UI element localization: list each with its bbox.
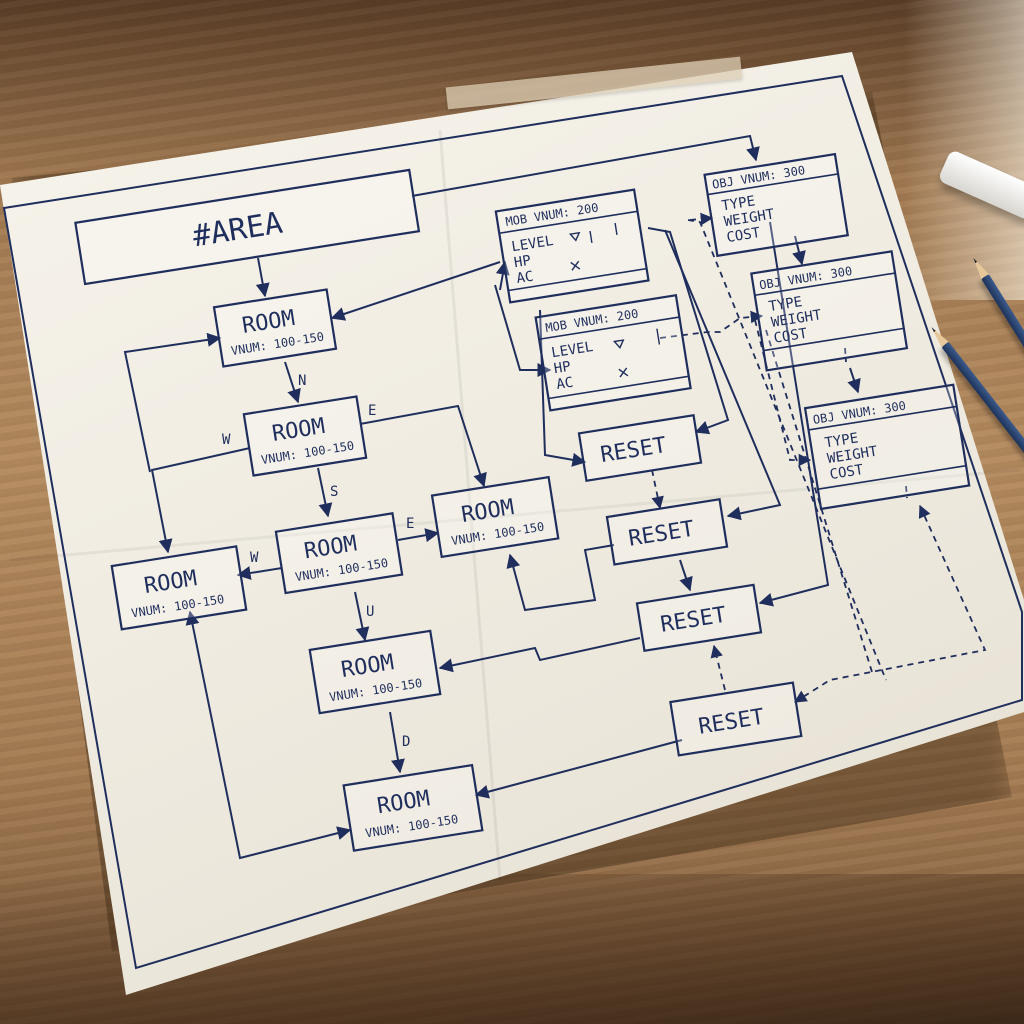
dir-label-w2: W — [250, 550, 259, 566]
mob-field-ac: AC — [515, 269, 534, 287]
connection-lines — [123, 134, 987, 860]
room-node: ROOM VNUM: 100-150 — [342, 763, 484, 852]
reset-node: RESET — [669, 681, 803, 757]
dir-label-w1: W — [222, 432, 231, 448]
shield-icon — [568, 231, 581, 242]
dir-label-s: S — [330, 484, 338, 500]
area-node: #AREA — [74, 168, 421, 286]
obj-field-cost: COST — [773, 326, 809, 347]
dir-label-e2: E — [406, 516, 414, 532]
obj-field-type: TYPE — [768, 294, 804, 315]
cross-icon — [570, 260, 581, 271]
mob-field-hp: HP — [553, 359, 572, 377]
fold-line-vertical — [438, 129, 502, 881]
room-node: ROOM VNUM: 100-150 — [242, 395, 368, 477]
dir-label-n: N — [298, 373, 306, 389]
mob-node: MOB VNUM: 200 LEVEL HP AC — [494, 188, 650, 304]
shield-icon — [613, 339, 625, 349]
dir-label-u: U — [366, 604, 374, 620]
mob-field-hp: HP — [513, 253, 532, 271]
cross-icon — [618, 367, 629, 378]
obj-field-type: TYPE — [720, 193, 756, 214]
reset-node: RESET — [577, 413, 703, 483]
drawing-border — [2, 74, 1023, 970]
dir-label-d: D — [402, 734, 410, 750]
mob-field-level: LEVEL — [550, 339, 594, 361]
mob-field-level: LEVEL — [510, 233, 554, 255]
fold-line-horizontal — [9, 468, 1021, 562]
dir-label-e1: E — [368, 403, 376, 419]
window-light — [904, 0, 1024, 300]
reset-node: RESET — [605, 497, 729, 566]
obj-field-cost: COST — [829, 462, 865, 483]
room-node: ROOM VNUM: 100-150 — [212, 288, 338, 368]
room-node: ROOM VNUM: 100-150 — [110, 545, 248, 631]
obj-field-type: TYPE — [824, 430, 860, 451]
mob-node: MOB VNUM: 200 LEVEL HP AC — [534, 294, 692, 412]
obj-field-weight: WEIGHT — [826, 443, 879, 467]
obj-node: OBJ VNUM: 300 TYPE WEIGHT COST — [803, 383, 971, 511]
room-node: ROOM VNUM: 100-150 — [308, 629, 442, 715]
room-node: ROOM VNUM: 100-150 — [430, 475, 560, 559]
obj-field-weight: WEIGHT — [723, 206, 776, 230]
room-node: ROOM VNUM: 100-150 — [274, 512, 404, 595]
obj-field-cost: COST — [725, 225, 761, 246]
obj-field-weight: WEIGHT — [770, 307, 823, 331]
obj-node: OBJ VNUM: 300 TYPE WEIGHT COST — [750, 250, 909, 372]
obj-node: OBJ VNUM: 300 TYPE WEIGHT COST — [703, 152, 850, 258]
reset-node: RESET — [635, 583, 763, 653]
mob-field-ac: AC — [555, 375, 574, 393]
